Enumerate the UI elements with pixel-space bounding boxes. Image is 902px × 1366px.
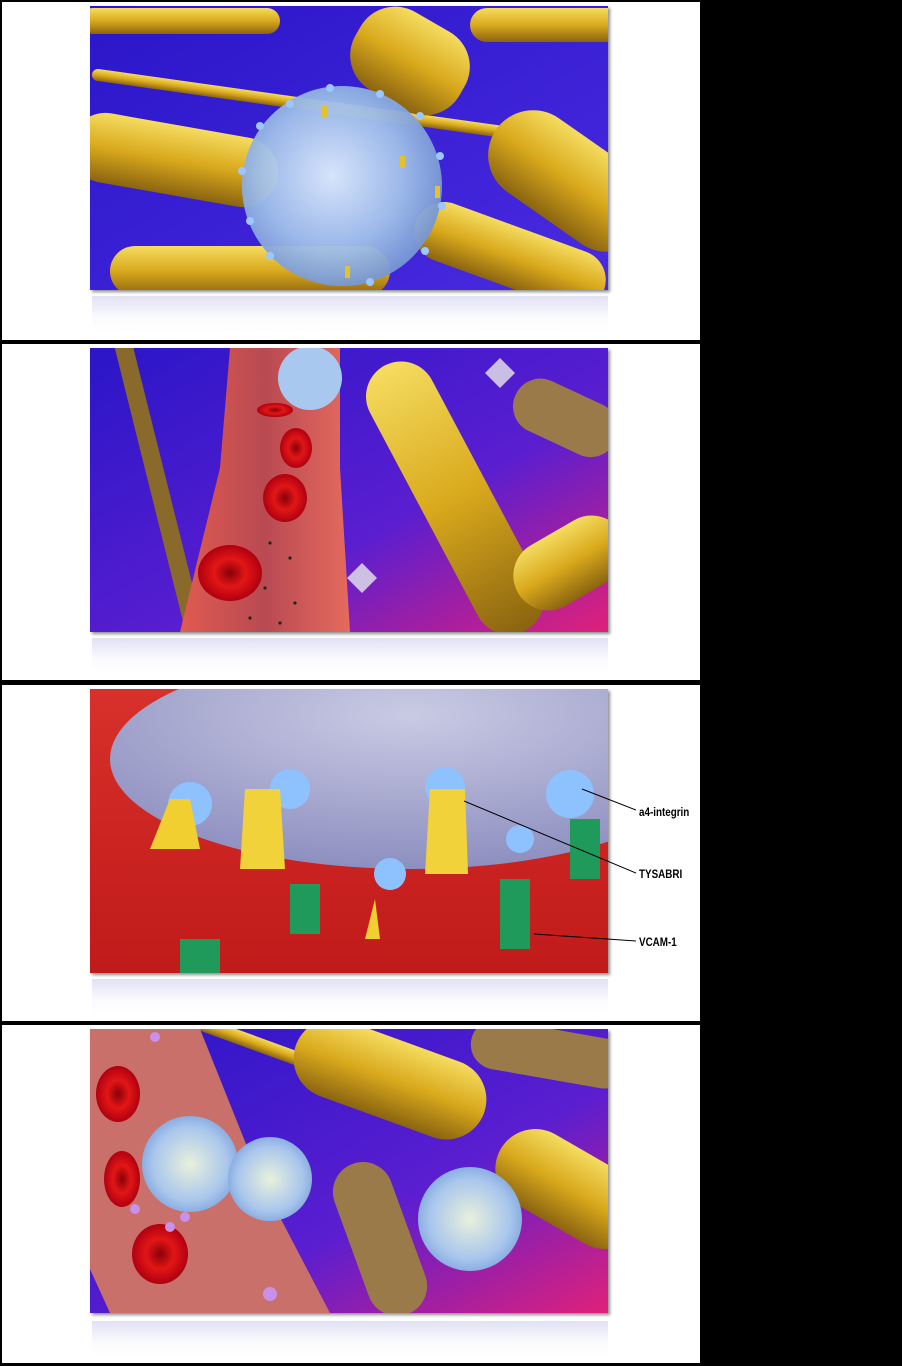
label-vcam-1: VCAM-1 <box>639 935 677 949</box>
panel-3: a4-integrin TYSABRI VCAM-1 <box>2 685 700 1021</box>
panel-1 <box>2 2 700 340</box>
callout-lines <box>463 788 637 942</box>
scene-lymphocytes-crossing <box>90 1029 608 1313</box>
reflection <box>92 638 608 674</box>
reflection <box>92 1321 608 1357</box>
reflection <box>92 979 608 1015</box>
label-a4-integrin: a4-integrin <box>639 805 690 819</box>
scene-lymphocyte-nerves <box>90 6 608 290</box>
panel-2 <box>2 344 700 680</box>
label-tysabri: TYSABRI <box>639 867 683 881</box>
panel-4 <box>2 1025 700 1363</box>
reflection <box>92 296 608 332</box>
scene-adhesion-molecules <box>90 689 608 973</box>
scene-blood-vessel <box>90 348 608 632</box>
